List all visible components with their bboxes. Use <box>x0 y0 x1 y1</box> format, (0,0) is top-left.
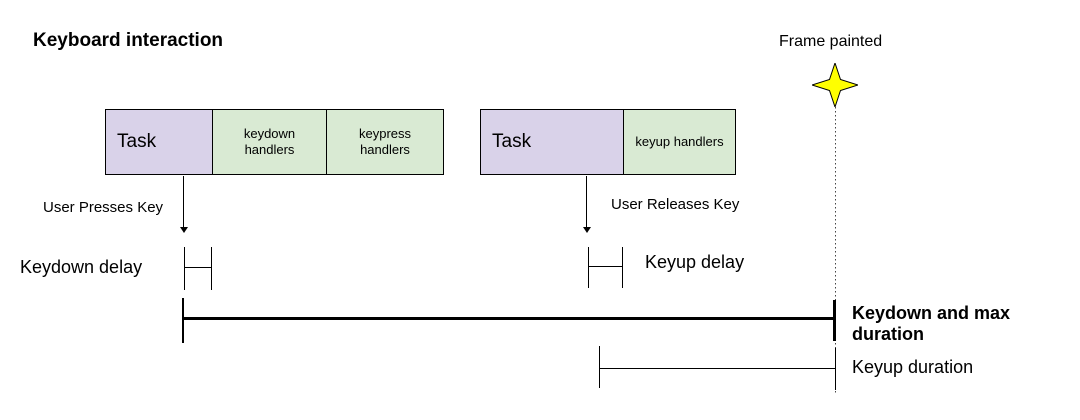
keypress-handlers-segment: keypress handlers <box>326 109 444 175</box>
release-event-arrowhead-icon <box>583 227 591 233</box>
frame-painted-dotted-line <box>835 107 836 393</box>
keydown-task-bar: Task keydown handlers keypress handlers <box>105 109 444 175</box>
keyup-duration-tick-right <box>835 348 836 390</box>
keydown-delay-tick-left <box>184 247 185 290</box>
keydown-delay-label: Keydown delay <box>20 257 143 277</box>
press-event-arrow-line <box>183 176 184 228</box>
release-event-arrow-line <box>586 176 587 228</box>
keyup-delay-tick-right <box>622 247 623 288</box>
keydown-delay-tick-right <box>211 247 212 290</box>
keydown-max-duration-label: Keydown and max duration <box>852 303 1011 344</box>
task-segment: Task <box>105 109 213 175</box>
diagram-title: Keyboard interaction <box>33 30 224 51</box>
task-label: Task <box>492 131 532 152</box>
keyup-duration-tick-left <box>599 346 600 388</box>
keydown-handlers-label: keydown handlers <box>243 126 296 157</box>
keydown-max-duration-cap-right <box>833 300 836 341</box>
keyup-handlers-label: keyup handlers <box>635 134 724 149</box>
keyup-handlers-segment: keyup handlers <box>623 109 736 175</box>
keyup-duration-line <box>599 368 836 369</box>
keyup-delay-tick-left <box>588 247 589 288</box>
keydown-delay-connector <box>184 267 212 268</box>
keydown-max-duration-cap-left <box>182 298 184 343</box>
keyup-delay-connector <box>588 266 623 267</box>
keypress-handlers-label: keypress handlers <box>358 126 412 157</box>
frame-painted-label: Frame painted <box>779 33 883 50</box>
keyup-duration-label: Keyup duration <box>852 357 974 377</box>
keyup-task-bar: Task keyup handlers <box>480 109 736 175</box>
keydown-handlers-segment: keydown handlers <box>212 109 327 175</box>
keyup-delay-label: Keyup delay <box>645 252 745 272</box>
task-segment: Task <box>480 109 624 175</box>
press-event-arrowhead-icon <box>180 227 188 233</box>
task-label: Task <box>117 131 157 152</box>
user-presses-key-label: User Presses Key <box>43 199 164 216</box>
four-pointed-star-icon <box>812 63 858 107</box>
user-releases-key-label: User Releases Key <box>611 196 740 213</box>
keydown-max-duration-line <box>183 317 835 320</box>
